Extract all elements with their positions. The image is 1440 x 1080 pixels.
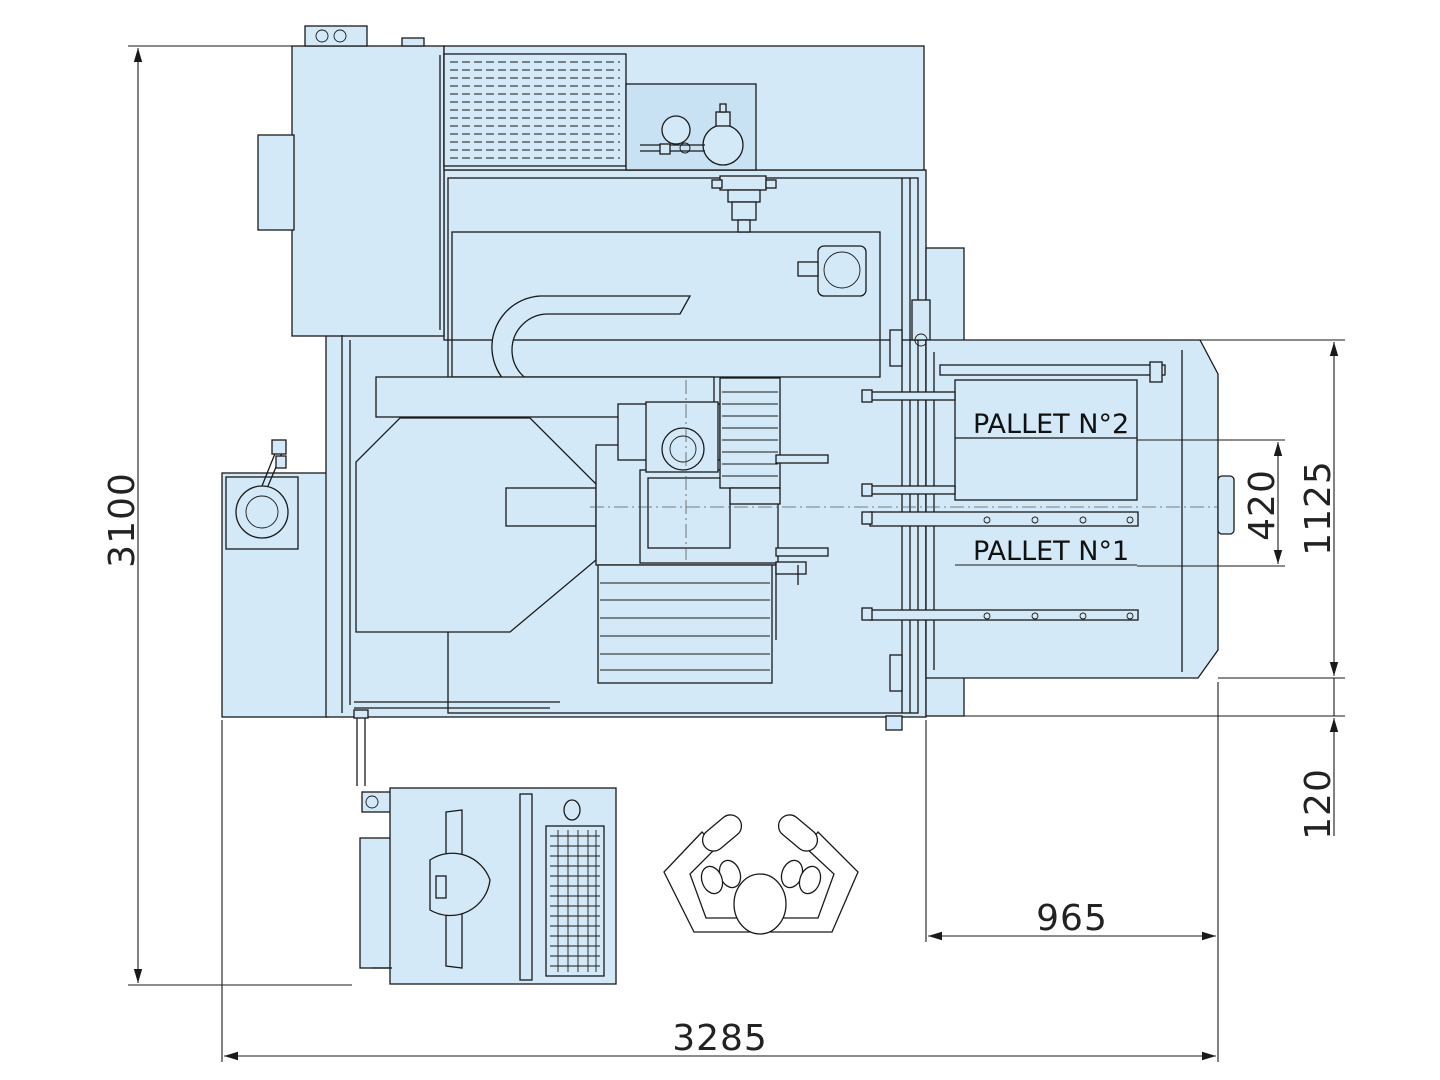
operator-figure [663,814,859,935]
dim-965-text: 965 [1036,898,1108,939]
dimension-lines: 3100 3285 965 1125 420 120 [102,45,1345,1062]
dim-3100-text: 3100 [102,472,143,568]
bellows-cover [597,564,773,684]
cabinet-side-box [257,134,295,231]
axis-motor [797,245,867,297]
pallet-rail-bottom [869,609,1139,621]
monitor [429,809,491,969]
dim-120-text: 120 [1298,768,1339,840]
keyboard-slide [519,793,533,981]
pneumatic-regulator [640,103,744,166]
spindle-bellows [719,377,781,489]
keyboard [545,799,605,977]
worktable [355,417,597,633]
pallet-handle [1217,475,1235,535]
control-console [359,787,617,985]
pallet-rail-mid [869,511,1139,527]
table-slot [505,487,597,527]
pallet-2-label: PALLET N°2 [973,409,1129,440]
dim-3285-text: 3285 [672,1018,768,1059]
spindle-assembly [617,377,781,505]
dim-420-text: 420 [1242,469,1283,541]
mouse [563,799,581,821]
electrical-cabinet [291,45,445,337]
cabinet-connector [304,25,368,47]
pallet-1-label: PALLET N°1 [973,536,1129,567]
operator-head [733,873,787,935]
door-lock [911,299,931,341]
heat-exchanger-fins [450,61,620,159]
pallet-rail-top [939,364,1166,376]
machine-body [221,25,965,786]
dim-1125-text: 1125 [1298,460,1339,556]
coolant-pump [225,439,299,550]
console-side [359,837,393,969]
spindle-head [711,175,777,233]
pallet-2 [954,379,1138,501]
pallet-changer: PALLET N°2 PALLET N°1 [861,339,1235,679]
